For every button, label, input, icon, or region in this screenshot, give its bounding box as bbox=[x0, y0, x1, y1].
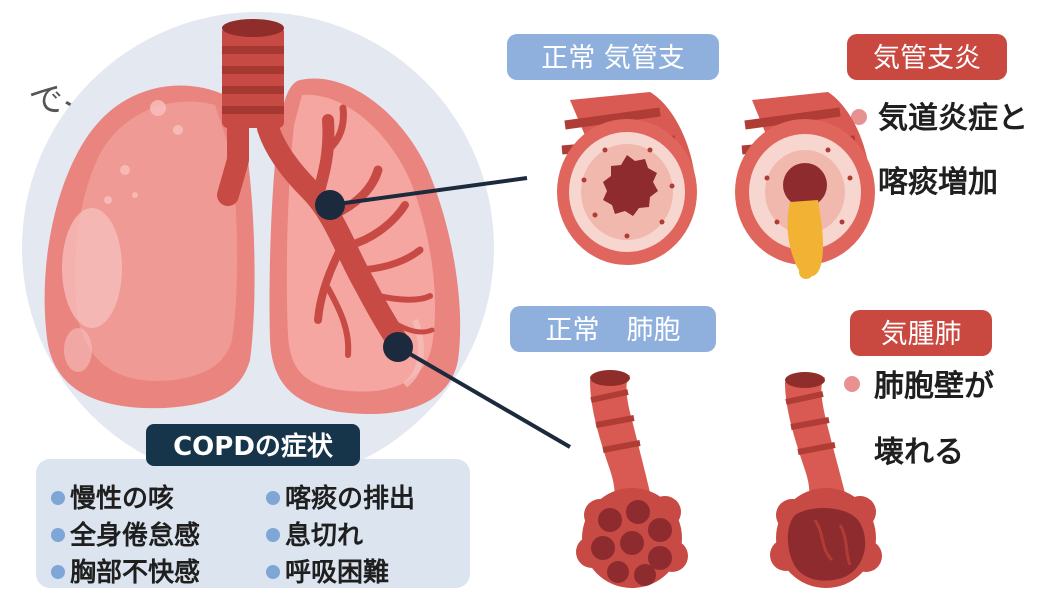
pointer-line-alveoli bbox=[396, 345, 572, 449]
bullet-icon bbox=[266, 565, 280, 579]
symptom-item: 胸部不快感 bbox=[70, 558, 200, 588]
symptom-item: 慢性の咳 bbox=[70, 483, 174, 514]
tag-normal-bronchus-label: 正常 気管支 bbox=[541, 43, 685, 74]
bronchitis-desc-line1: 気道炎症と bbox=[878, 101, 1028, 136]
bronchial-tree bbox=[217, 104, 435, 358]
copd-title-bg bbox=[146, 424, 360, 466]
emphysema-desc-line2: 壊れる bbox=[874, 435, 964, 470]
symptom-panel-bg bbox=[36, 459, 470, 588]
tag-emphysema: 気腫肺 bbox=[850, 310, 992, 356]
bronchitis-description: 気道炎症と 喀痰増加 bbox=[851, 101, 1028, 200]
left-lung bbox=[44, 85, 255, 409]
normal-alveoli-illustration bbox=[576, 370, 688, 588]
normal-bronchus-illustration bbox=[557, 92, 697, 265]
bullet-icon bbox=[266, 528, 280, 542]
pointer-line-bronchus bbox=[329, 176, 528, 207]
tag-emphysema-label: 気腫肺 bbox=[881, 319, 962, 350]
tag-normal-bronchus: 正常 気管支 bbox=[507, 34, 719, 80]
bronchitis-desc-line2: 喀痰増加 bbox=[878, 165, 998, 200]
tag-normal-alveoli-label: 正常 肺胞 bbox=[546, 315, 681, 346]
emphysema-desc-line1: 肺胞壁が bbox=[874, 369, 994, 404]
pointer-lines bbox=[315, 176, 572, 449]
symptom-item: 全身倦怠感 bbox=[69, 520, 200, 551]
emphysema-description: 肺胞壁が 壊れる bbox=[844, 369, 994, 470]
emphysema-illustration bbox=[770, 372, 882, 588]
symptom-item: 息切れ bbox=[285, 520, 363, 551]
bullet-icon bbox=[851, 109, 867, 125]
tag-normal-alveoli: 正常 肺胞 bbox=[510, 306, 716, 352]
pointer-dot-bronchus bbox=[315, 190, 345, 220]
bullet-icon bbox=[51, 491, 65, 505]
bullet-icon bbox=[51, 528, 65, 542]
symptom-item: 呼吸困難 bbox=[285, 558, 389, 588]
bullet-icon bbox=[844, 376, 860, 392]
tag-bronchitis-label: 気管支炎 bbox=[873, 43, 981, 74]
bronchitis-illustration bbox=[735, 92, 875, 279]
pointer-dot-alveoli bbox=[383, 332, 413, 362]
copd-symptoms-title: COPDの症状 bbox=[173, 431, 334, 462]
trachea bbox=[222, 19, 284, 128]
bullet-icon bbox=[266, 491, 280, 505]
symptom-panel: COPDの症状 慢性の咳 喀痰の排出 全身倦怠感 息切れ 胸部不快感 呼吸困難 bbox=[36, 424, 470, 588]
tag-bronchitis: 気管支炎 bbox=[847, 34, 1007, 80]
bullet-icon bbox=[51, 565, 65, 579]
symptom-item: 喀痰の排出 bbox=[285, 483, 415, 514]
